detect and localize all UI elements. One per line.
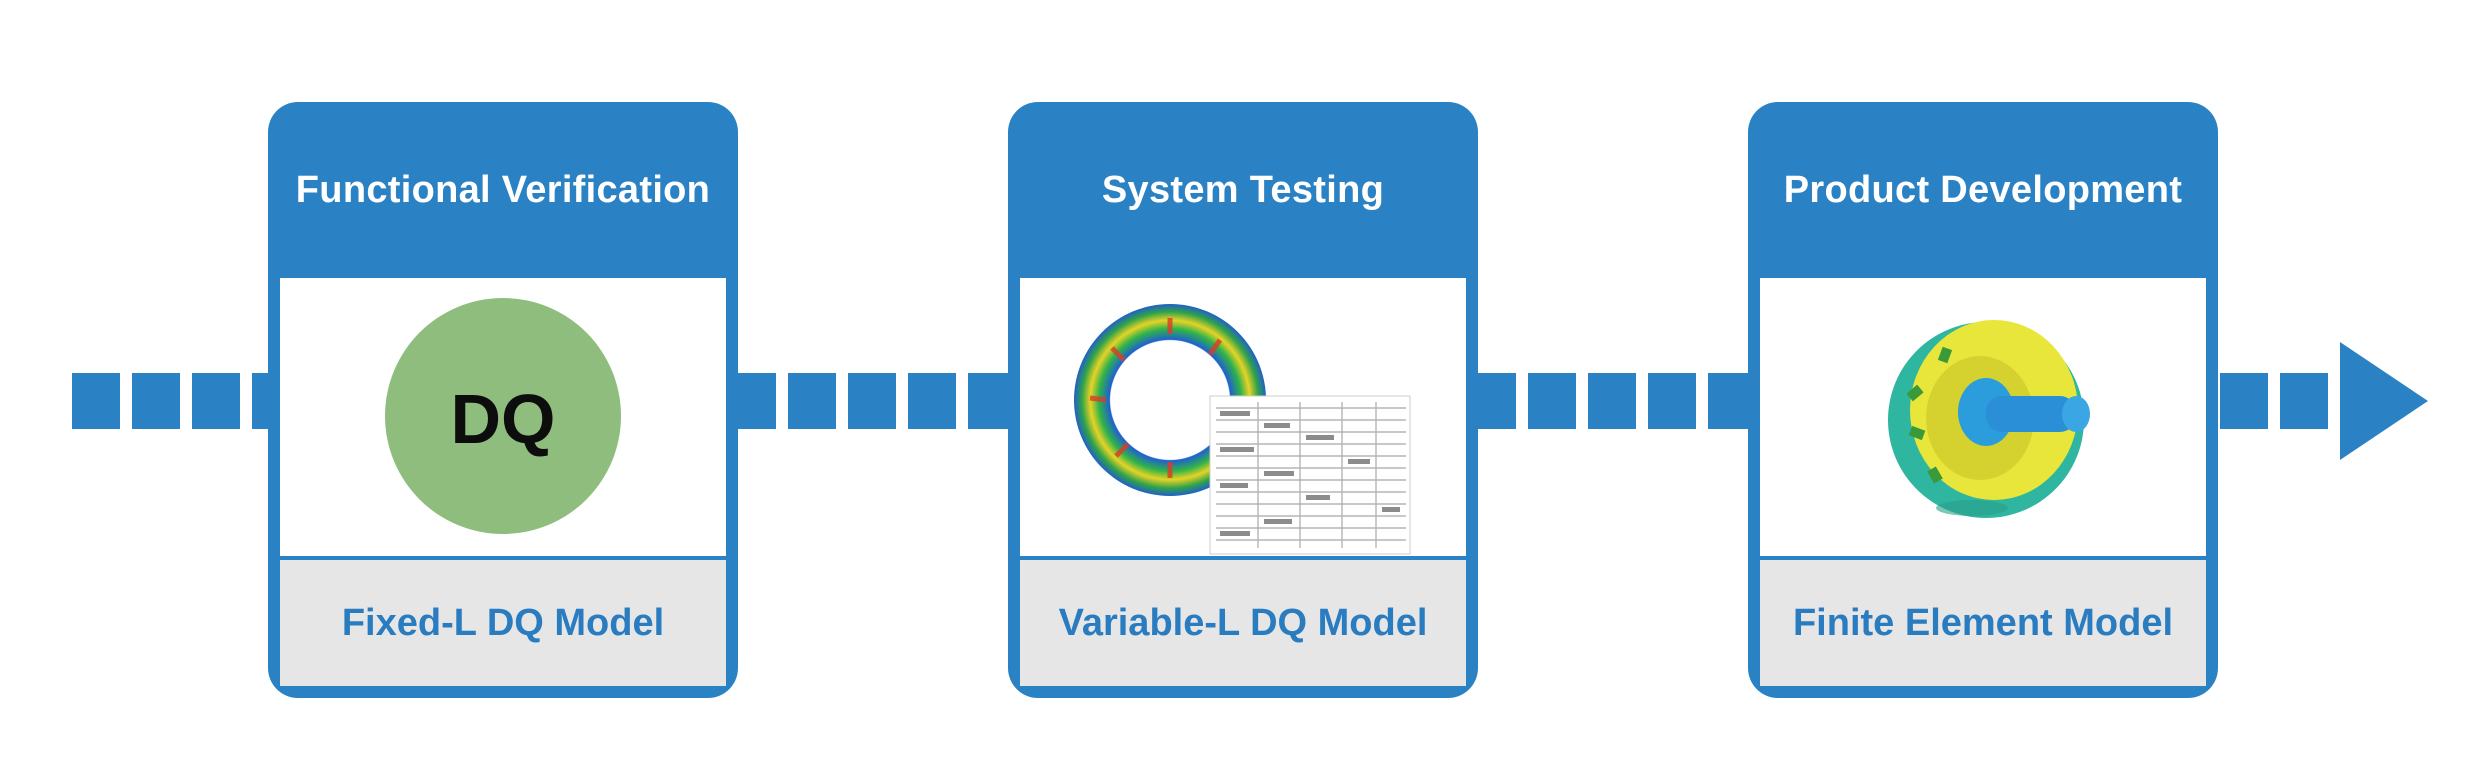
flow-dash <box>2220 373 2268 429</box>
flow-dash <box>1648 373 1696 429</box>
stage-model-label: Variable-L DQ Model <box>1020 560 1466 686</box>
stage-image-panel: DQ <box>280 278 726 556</box>
flow-dash <box>908 373 956 429</box>
data-table-image <box>1209 395 1411 555</box>
flow-dash <box>788 373 836 429</box>
stage-image-panel <box>1020 278 1466 556</box>
stage-system-testing: System Testing <box>1008 102 1478 698</box>
flow-dash <box>1588 373 1636 429</box>
stage-image-panel <box>1760 278 2206 556</box>
stage-title: Functional Verification <box>295 168 711 211</box>
stage-model-label: Finite Element Model <box>1760 560 2206 686</box>
stage-title: System Testing <box>1101 168 1385 211</box>
flow-dash <box>72 373 120 429</box>
right-arrow-icon <box>2340 342 2428 460</box>
stage-functional-verification: Functional Verification DQ Fixed-L DQ Mo… <box>268 102 738 698</box>
flow-dash <box>132 373 180 429</box>
motor-fea-with-table-icon <box>1074 304 1411 555</box>
flow-dash <box>848 373 896 429</box>
flow-dash <box>192 373 240 429</box>
flow-dash <box>1528 373 1576 429</box>
stage-model-label: Fixed-L DQ Model <box>280 560 726 686</box>
stage-title: Product Development <box>1783 168 2183 211</box>
flow-dash <box>1708 373 1748 429</box>
flow-dash <box>968 373 1008 429</box>
motor-3d-fea-icon <box>1888 320 2090 518</box>
dq-circle-icon: DQ <box>385 298 621 534</box>
stage-product-development: Product Development Finite Element Model <box>1748 102 2218 698</box>
flow-dash <box>2280 373 2328 429</box>
dq-circle-text: DQ <box>451 380 556 458</box>
